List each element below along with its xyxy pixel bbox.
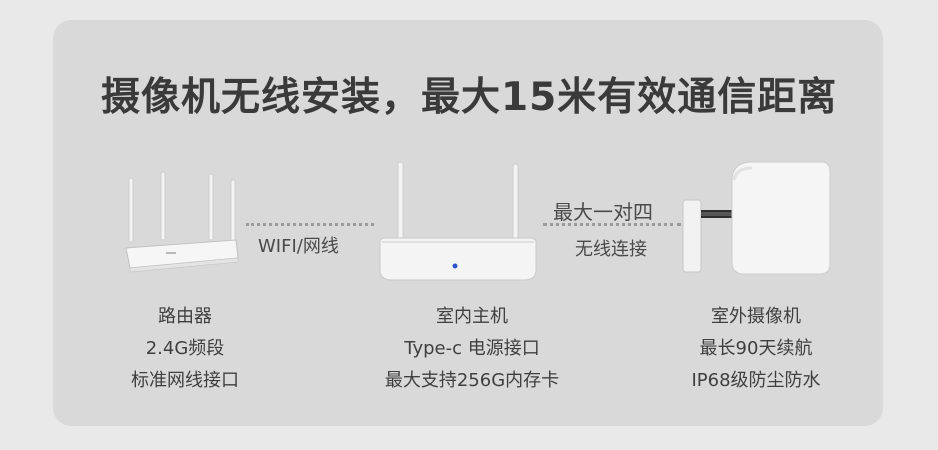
router-icon: [125, 171, 239, 273]
hub-camera-label-1: 最大一对四: [553, 200, 653, 224]
hub-caption-title: 室内主机: [436, 306, 508, 327]
router-caption-port: 标准网线接口: [131, 370, 239, 391]
camera-caption-rating: IP68级防尘防水: [691, 370, 821, 391]
router-caption: 路由器 2.4G频段 标准网线接口: [120, 301, 250, 397]
hub-camera-label-2: 无线连接: [575, 239, 647, 260]
router-caption-band: 2.4G频段: [145, 338, 225, 359]
router-caption-title: 路由器: [158, 306, 212, 327]
router-hub-link: [246, 223, 374, 226]
camera-caption: 室外摄像机 最长90天续航 IP68级防尘防水: [676, 301, 836, 397]
router-hub-label: WIFI/网线: [258, 236, 339, 257]
camera-caption-battery: 最长90天续航: [699, 338, 813, 359]
camera-caption-title: 室外摄像机: [711, 306, 801, 327]
headline: 摄像机无线安装，最大15米有效通信距离: [101, 75, 838, 120]
hub-caption-storage: 最大支持256G内存卡: [384, 370, 560, 391]
hub-camera-link: [543, 223, 681, 226]
hub-caption-power: Type-c 电源接口: [404, 338, 540, 359]
hub-icon: [379, 161, 537, 281]
camera-icon: [682, 161, 831, 275]
hub-caption: 室内主机 Type-c 电源接口 最大支持256G内存卡: [372, 301, 572, 397]
